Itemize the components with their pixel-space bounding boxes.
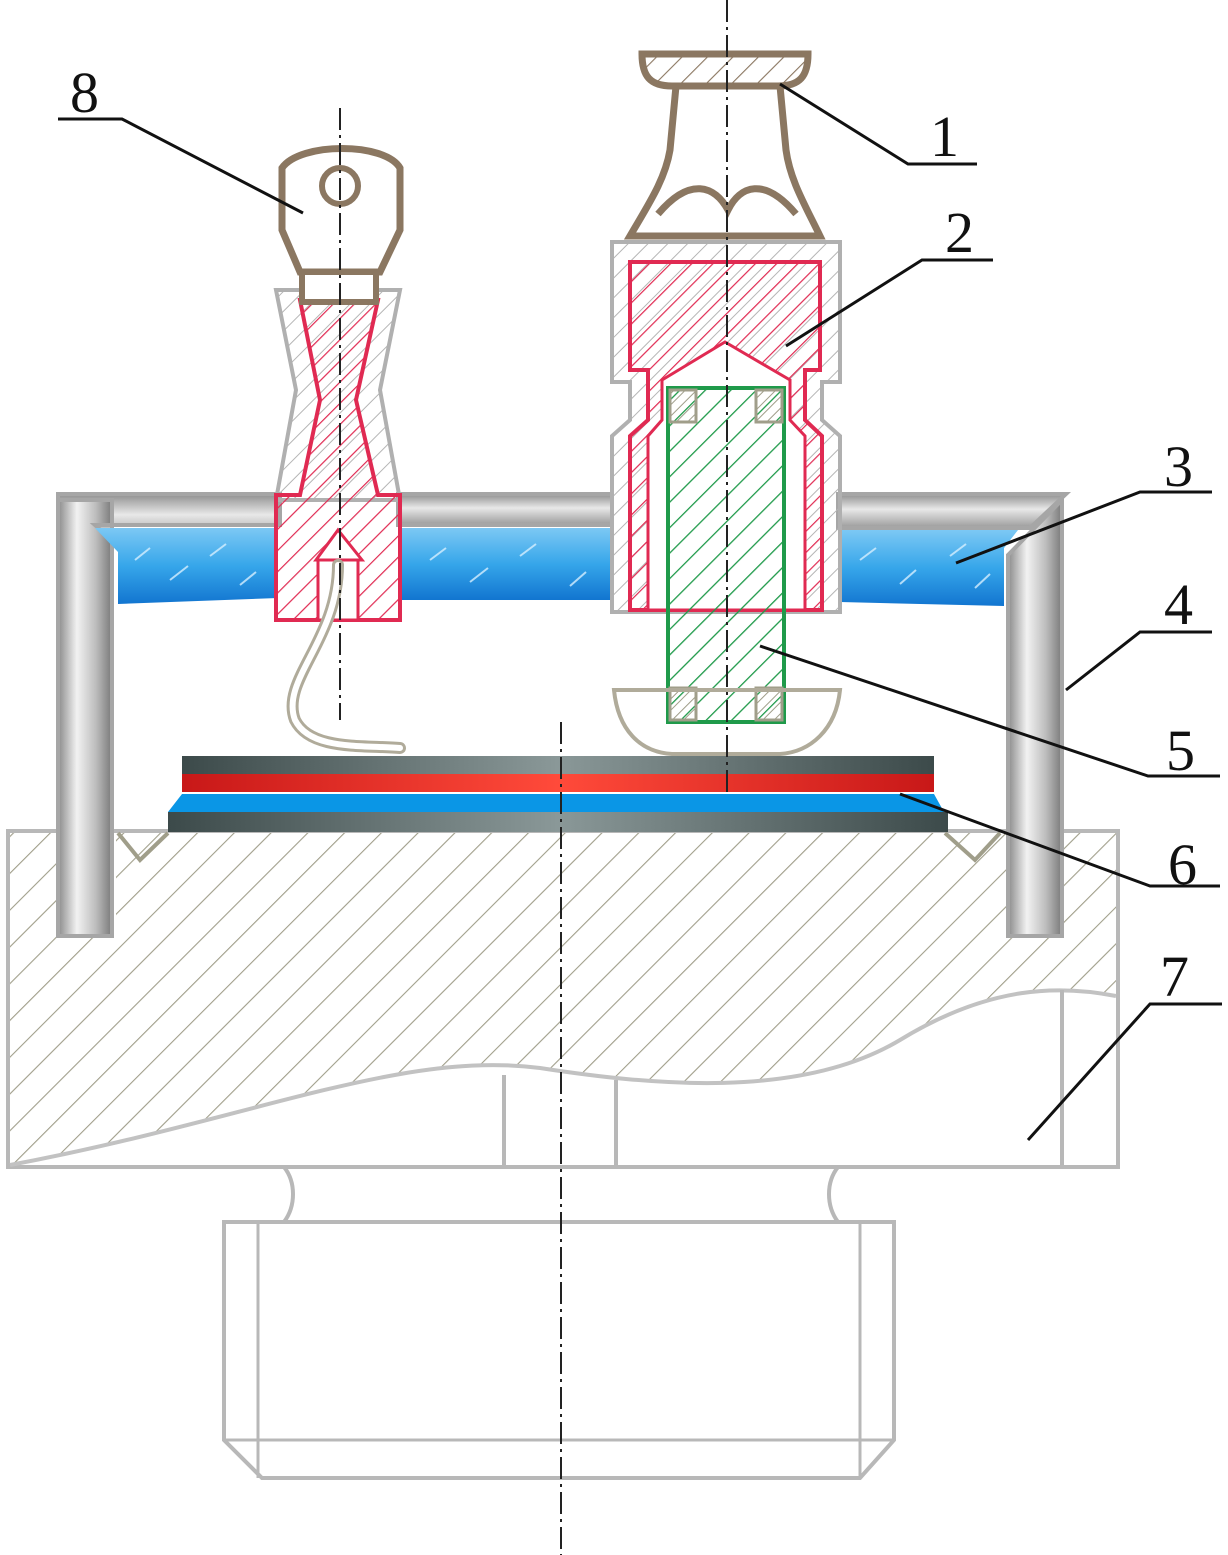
label-5: 5 (1166, 718, 1195, 783)
label-4: 4 (1164, 572, 1193, 637)
label-6: 6 (1168, 832, 1197, 897)
base-flange (6, 829, 1120, 1169)
label-2: 2 (945, 200, 974, 265)
ceramic-insulator (95, 528, 1018, 606)
label-7: 7 (1160, 944, 1189, 1009)
leader-lines (58, 82, 1222, 1142)
label-1: 1 (930, 104, 959, 169)
label-3: 3 (1164, 434, 1193, 499)
callout-labels: 8 1 2 3 4 5 6 7 (70, 60, 1197, 1009)
hex-stud-base (222, 1165, 896, 1480)
wafer-stack (168, 756, 948, 832)
gate-terminal (273, 145, 406, 754)
label-8: 8 (70, 60, 99, 125)
centerlines (339, 0, 728, 1555)
